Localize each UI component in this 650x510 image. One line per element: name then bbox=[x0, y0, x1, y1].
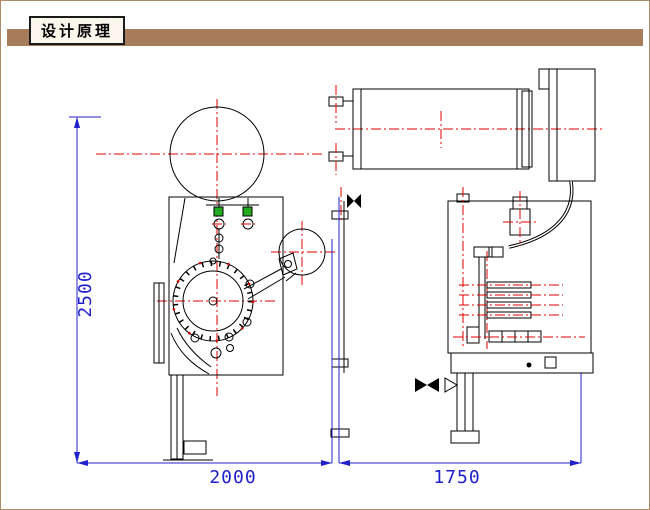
standpipe bbox=[330, 187, 361, 438]
bearing-icon bbox=[242, 206, 253, 217]
front-view bbox=[96, 99, 335, 461]
valve-icon bbox=[427, 378, 439, 392]
dimension-label-2000: 2000 bbox=[209, 467, 256, 488]
dimension-height: 2500 bbox=[69, 116, 101, 463]
side-view bbox=[328, 68, 603, 444]
machine-body bbox=[168, 196, 284, 376]
valve-icon bbox=[354, 194, 361, 208]
valve-icon bbox=[347, 194, 354, 208]
idler-arm bbox=[243, 228, 326, 300]
page-title: 设计原理 bbox=[29, 16, 125, 45]
dimension-width-right: 1750 bbox=[338, 197, 582, 488]
cabinet-internals bbox=[453, 187, 585, 349]
dimension-label-1750: 1750 bbox=[433, 467, 480, 488]
dimension-width-left: 2000 bbox=[77, 239, 333, 488]
tank bbox=[328, 85, 533, 175]
hose bbox=[508, 180, 574, 249]
machine-leg bbox=[163, 374, 213, 461]
dimension-label-2500: 2500 bbox=[75, 270, 96, 317]
flow-arrow-icon bbox=[444, 377, 458, 393]
bearing-icon bbox=[213, 206, 224, 217]
section-header-bar bbox=[7, 29, 643, 46]
label-drum bbox=[171, 257, 255, 343]
valve-icon bbox=[415, 378, 427, 392]
reel-circle bbox=[169, 106, 265, 202]
mounting-plate bbox=[538, 68, 596, 182]
cabinet-base bbox=[450, 352, 594, 444]
